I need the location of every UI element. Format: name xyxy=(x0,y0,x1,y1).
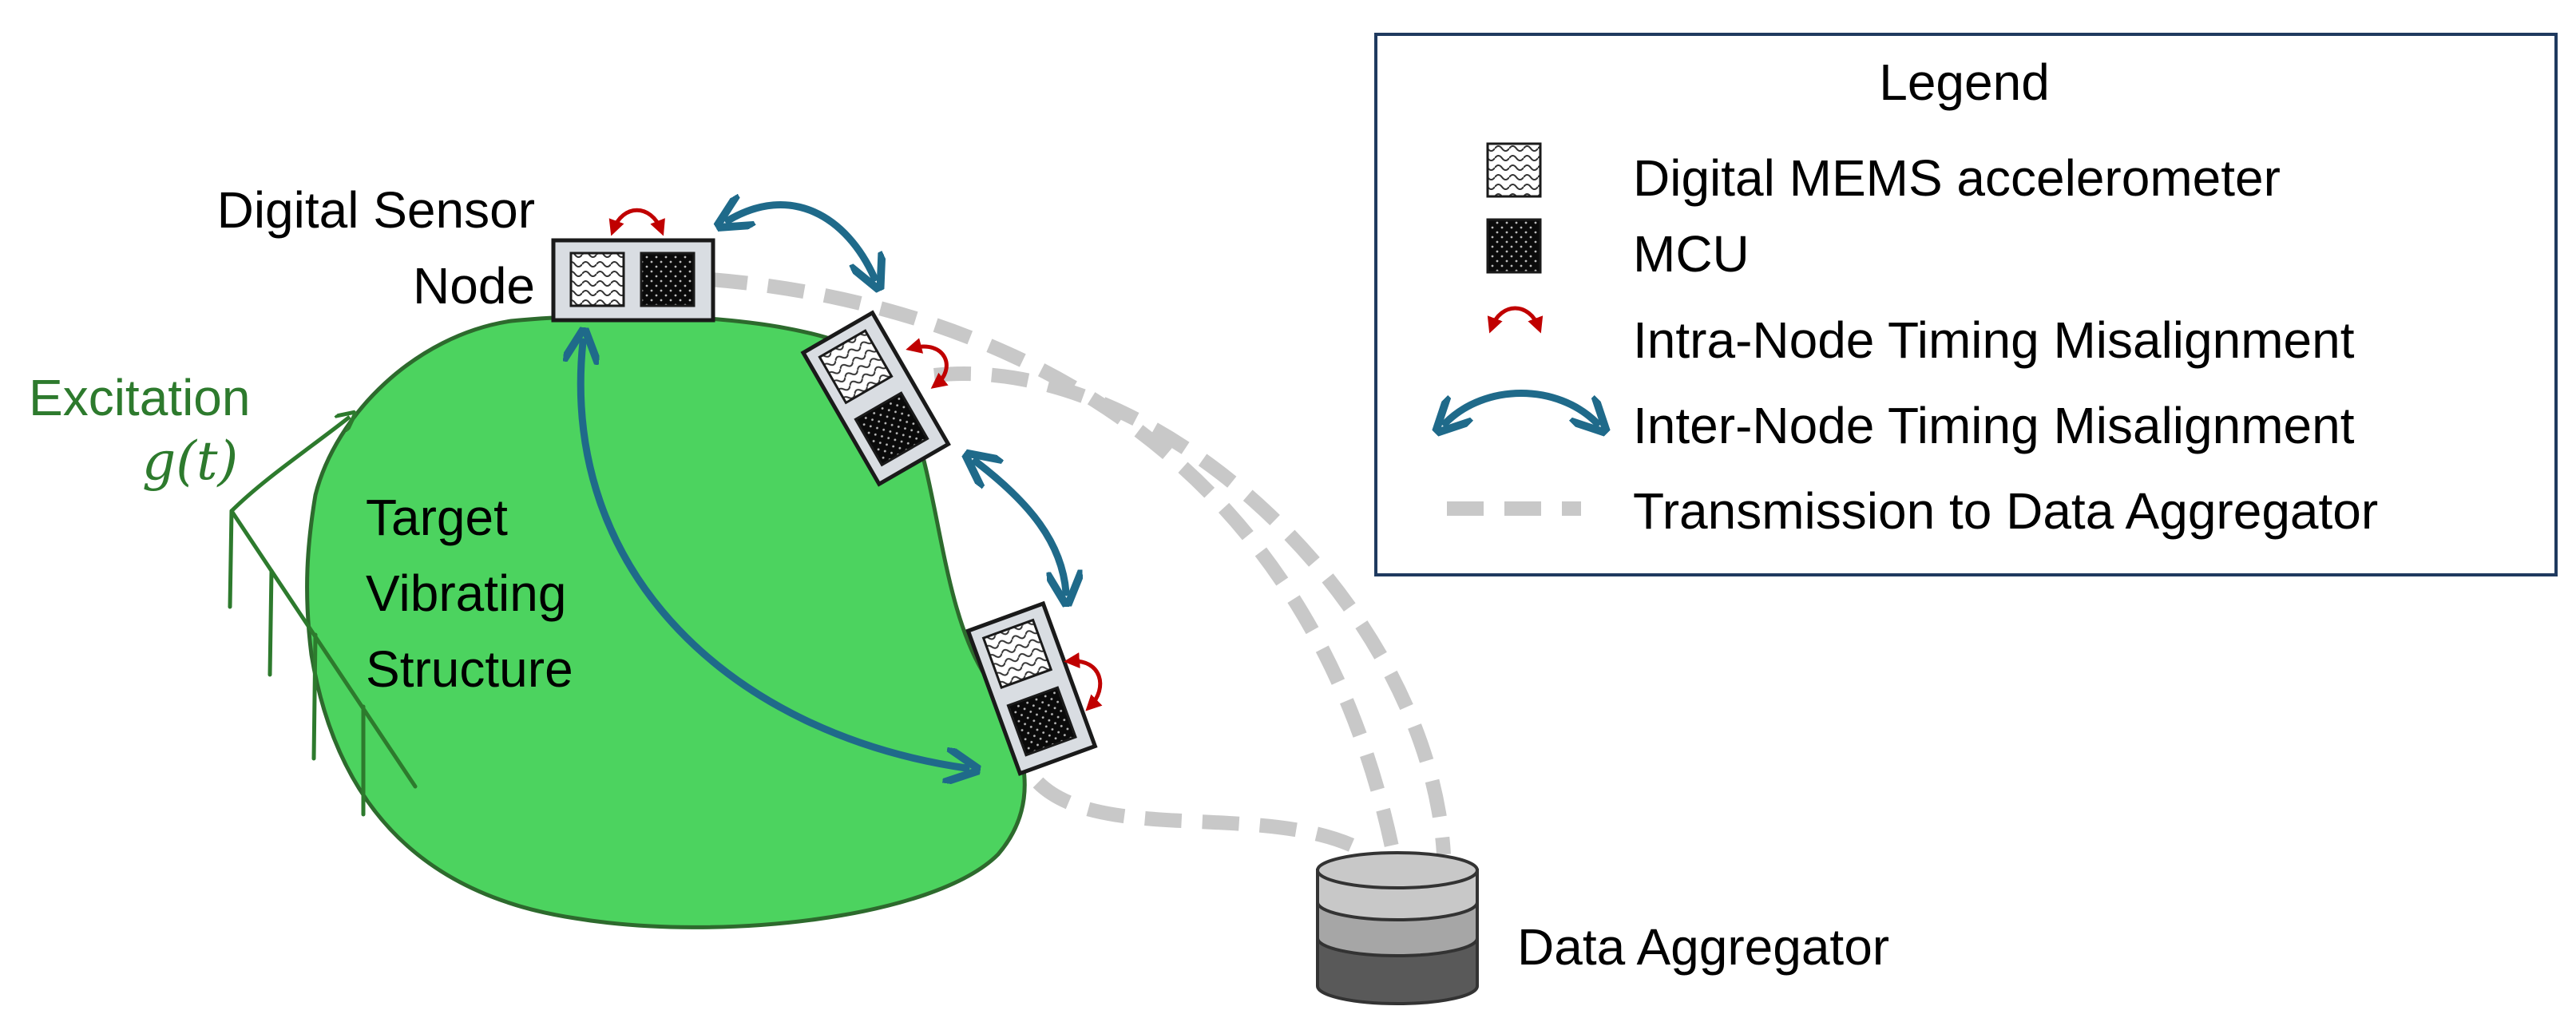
legend-box xyxy=(1374,33,2558,576)
excitation-function-label: g(t) xyxy=(142,430,238,492)
legend-item-label: MCU xyxy=(1633,225,1750,283)
blue-curved-double-arrow-icon xyxy=(1445,390,1597,424)
sensor-node-2 xyxy=(800,310,951,487)
mcu-chip xyxy=(854,391,929,467)
excitation-label: Excitation xyxy=(29,369,250,426)
sensor-node-label-line2: Node xyxy=(413,257,535,315)
inter-node-misalignment-arrows xyxy=(581,205,1066,768)
data-aggregator-label: Data Aggregator xyxy=(1517,918,1889,976)
intra-node-arrow-1 xyxy=(608,208,665,236)
legend-item-label: Digital MEMS accelerometer xyxy=(1633,149,2281,207)
excitation-support xyxy=(228,509,418,817)
legend-item-label: Inter-Node Timing Misalignment xyxy=(1633,397,2355,454)
sensor-node-3 xyxy=(965,600,1098,776)
mcu-chip-icon xyxy=(1486,218,1542,274)
aggregator-top-cap xyxy=(1316,851,1479,889)
inter-node-arrow-2-3 xyxy=(976,461,1066,592)
mems-accelerometer-chip xyxy=(818,329,894,405)
legend-title: Legend xyxy=(1879,53,2050,111)
sensor-node-1 xyxy=(551,238,715,323)
small-red-curved-arrow-icon xyxy=(1487,306,1544,334)
inter-node-arrow-1-3 xyxy=(581,342,966,768)
mems-accelerometer-chip xyxy=(569,252,625,307)
legend-item-label: Intra-Node Timing Misalignment xyxy=(1633,311,2355,369)
structure-label-line1: Target xyxy=(366,489,508,546)
transmission-line-node4 xyxy=(1032,777,1373,861)
legend: Legend Digital MEMS accelerometer MCU In… xyxy=(1374,33,2558,576)
transmission-line-node2 xyxy=(933,366,1451,855)
mcu-chip xyxy=(640,252,696,307)
mcu-chip xyxy=(1006,686,1077,757)
sensor-node-label-line1: Digital Sensor xyxy=(217,181,535,239)
transmission-line-node1 xyxy=(710,272,1401,856)
transmission-lines xyxy=(710,272,1451,861)
structure-label-line3: Structure xyxy=(366,640,573,698)
legend-item-label: Transmission to Data Aggregator xyxy=(1633,482,2378,540)
intra-node-arrow-2 xyxy=(906,338,949,389)
structure-label-line2: Vibrating xyxy=(366,564,566,622)
inter-node-arrow-1-2 xyxy=(728,205,874,278)
data-aggregator xyxy=(1316,851,1479,1005)
intra-node-arrow-3 xyxy=(1064,652,1103,711)
mems-accelerometer-icon xyxy=(1486,142,1542,198)
mems-accelerometer-chip xyxy=(981,618,1053,690)
excitation-arrow xyxy=(230,417,350,513)
